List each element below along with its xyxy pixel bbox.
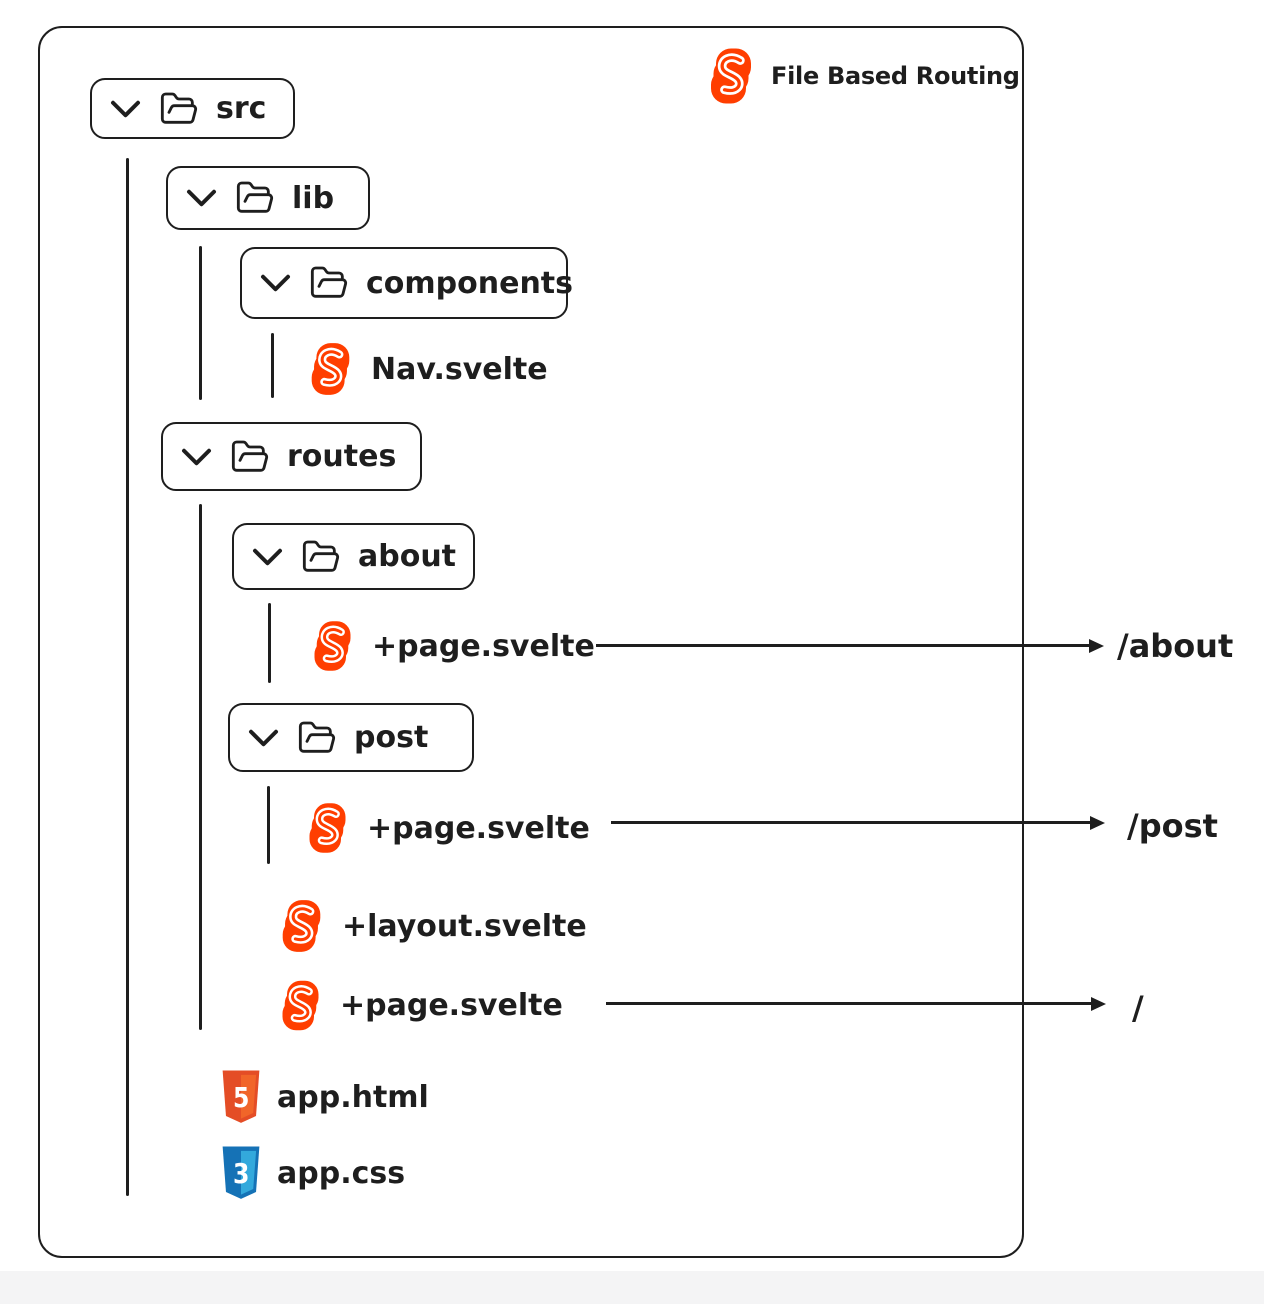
tree-node-about-page: +page.svelte — [310, 619, 595, 673]
svg-text:5: 5 — [233, 1082, 249, 1114]
footer-strip — [0, 1271, 1264, 1304]
folder-label: post — [354, 720, 429, 755]
file-label: +page.svelte — [340, 987, 563, 1023]
tree-node-routes: routes — [161, 422, 422, 491]
folder-label: src — [216, 91, 267, 126]
chevron-down-icon — [180, 447, 213, 467]
tree-node-lib: lib — [166, 166, 370, 230]
file-label: +page.svelte — [367, 810, 590, 846]
chevron-down-icon — [251, 547, 284, 567]
file-label: app.css — [277, 1155, 406, 1191]
svelte-icon — [278, 899, 325, 953]
route-arrow-post — [611, 821, 1091, 824]
chevron-down-icon — [185, 188, 218, 208]
svelte-icon — [706, 48, 756, 104]
folder-open-icon — [228, 437, 272, 477]
tree-node-about: about — [232, 523, 475, 590]
folder-open-icon — [299, 537, 343, 577]
svelte-icon — [310, 621, 355, 671]
tree-connector-line — [199, 246, 202, 400]
file-label: app.html — [277, 1079, 429, 1115]
chevron-down-icon — [109, 99, 142, 119]
svelte-icon — [278, 980, 323, 1031]
route-label-root: / — [1132, 989, 1144, 1027]
route-arrow-about — [596, 644, 1090, 647]
file-label: +page.svelte — [372, 628, 595, 664]
css3-icon: 3 — [220, 1145, 262, 1201]
diagram-frame — [38, 26, 1024, 1258]
tree-connector-line — [271, 333, 274, 398]
route-arrow-root — [606, 1002, 1092, 1005]
tree-node-src: src — [90, 78, 295, 139]
tree-connector-line — [126, 158, 129, 1196]
tree-connector-line — [268, 603, 271, 683]
tree-node-root-page: +page.svelte — [278, 978, 563, 1032]
diagram-title: File Based Routing — [771, 62, 1020, 90]
html5-icon: 5 — [220, 1069, 262, 1125]
chevron-down-icon — [259, 273, 292, 293]
folder-open-icon — [233, 178, 277, 218]
tree-connector-line — [199, 504, 202, 1030]
folder-open-icon — [295, 718, 339, 758]
chevron-down-icon — [247, 728, 280, 748]
file-label: +layout.svelte — [342, 908, 587, 944]
svelte-icon — [307, 343, 354, 395]
folder-label: components — [366, 265, 573, 301]
folder-open-icon — [307, 263, 351, 303]
svg-text:3: 3 — [233, 1158, 249, 1190]
tree-node-nav-svelte: Nav.svelte — [307, 342, 548, 396]
file-label: Nav.svelte — [371, 351, 548, 387]
tree-node-post-page: +page.svelte — [305, 801, 590, 855]
folder-label: about — [358, 539, 457, 574]
svelte-icon — [305, 803, 350, 853]
route-label-post: /post — [1127, 807, 1218, 845]
tree-node-app-css: 3 app.css — [220, 1146, 405, 1200]
folder-label: lib — [292, 180, 335, 216]
folder-label: routes — [287, 439, 397, 474]
tree-node-post: post — [228, 703, 474, 772]
tree-node-layout-svelte: +layout.svelte — [278, 899, 587, 953]
folder-open-icon — [157, 89, 201, 129]
tree-node-app-html: 5 app.html — [220, 1070, 429, 1124]
tree-connector-line — [267, 786, 270, 864]
diagram-header: File Based Routing — [706, 47, 1020, 105]
route-label-about: /about — [1117, 627, 1234, 665]
tree-node-components: components — [240, 247, 573, 319]
